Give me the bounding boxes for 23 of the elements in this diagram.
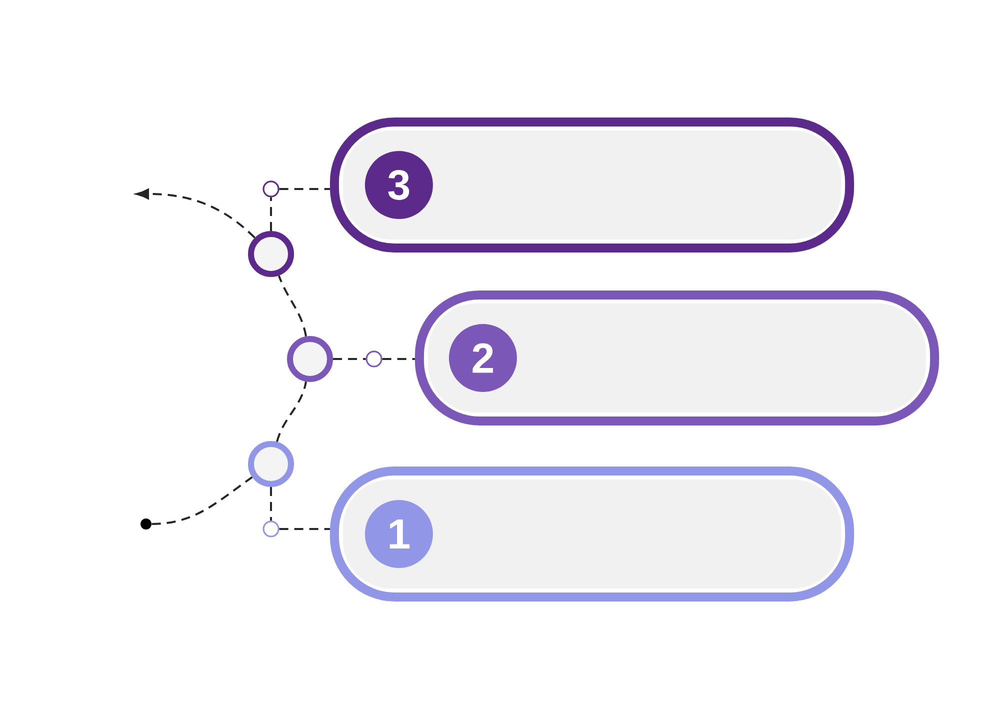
start-dot [140, 518, 152, 530]
connector-line [333, 358, 366, 360]
small-circle [262, 520, 280, 538]
connector-line [279, 188, 330, 190]
number-badge: 2 [448, 324, 517, 392]
timeline-ring [287, 336, 333, 382]
connector-line [278, 275, 307, 337]
connector-line [152, 476, 253, 525]
small-circle [366, 350, 382, 368]
banner [414, 290, 940, 426]
connector-line [270, 487, 272, 521]
connector-line [276, 381, 307, 442]
banner [330, 117, 854, 252]
arrow [136, 188, 256, 238]
number-badge: 1 [364, 500, 433, 568]
timeline-ring [248, 230, 294, 277]
small-circle [262, 180, 280, 198]
connector-line [270, 197, 272, 231]
timeline-ring [248, 440, 294, 487]
number-badge: 3 [364, 150, 433, 219]
connector-line [279, 528, 330, 530]
banner [330, 466, 854, 602]
connector-line [382, 358, 415, 360]
